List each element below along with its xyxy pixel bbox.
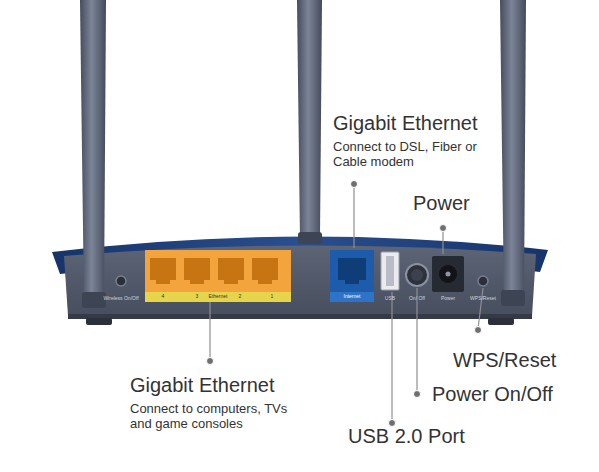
- panel-edge: [68, 314, 532, 319]
- port-label: Power: [441, 296, 455, 302]
- port-number: 2: [239, 294, 242, 300]
- port-label: Wireless On/Off: [103, 296, 138, 302]
- wan-label-strip: [330, 292, 374, 302]
- antenna-base: [501, 290, 525, 306]
- power-jack: [432, 256, 464, 292]
- callout-title: Gigabit Ethernet: [130, 374, 275, 397]
- callout-title: Power: [413, 192, 470, 215]
- antenna-base: [298, 232, 322, 244]
- callout-title: Gigabit Ethernet: [333, 112, 478, 135]
- callout-description: Connect to DSL, Fiber or Cable modem: [333, 140, 483, 170]
- foot: [86, 318, 112, 325]
- callout-title: Power On/Off: [432, 383, 553, 406]
- usb-port: [381, 252, 399, 290]
- lan-ports: [150, 258, 278, 284]
- port-label: WPS/Reset: [470, 296, 496, 302]
- antenna: [500, 0, 526, 302]
- port-label: USB: [385, 296, 395, 302]
- callout-title: USB 2.0 Port: [348, 425, 465, 448]
- antenna: [80, 0, 106, 304]
- power-button-face: [411, 269, 423, 281]
- port-number: 3: [196, 294, 199, 300]
- wps-button: [478, 276, 488, 286]
- antenna: [297, 0, 322, 240]
- port-number: 4: [162, 294, 165, 300]
- power-jack-pin: [446, 272, 451, 277]
- usb-tongue: [386, 256, 394, 286]
- lan-port-block: [145, 250, 291, 292]
- port-label: Internet: [344, 294, 361, 300]
- callout-title: WPS/Reset: [453, 349, 556, 372]
- lan-label-strip: [145, 292, 291, 302]
- foot: [488, 318, 514, 325]
- antenna-base: [82, 292, 106, 308]
- port-label: Ethernet: [209, 294, 228, 300]
- power-button: [406, 264, 428, 286]
- port-number: 1: [271, 294, 274, 300]
- wan-port: [338, 258, 366, 284]
- callout-description: Connect to computers, TVs and game conso…: [130, 402, 290, 432]
- wan-port-block: [330, 250, 374, 292]
- port-label: On/ Off: [409, 296, 425, 302]
- wireless-button: [116, 276, 126, 286]
- back-panel: [64, 245, 536, 316]
- power-jack-hole: [439, 265, 457, 283]
